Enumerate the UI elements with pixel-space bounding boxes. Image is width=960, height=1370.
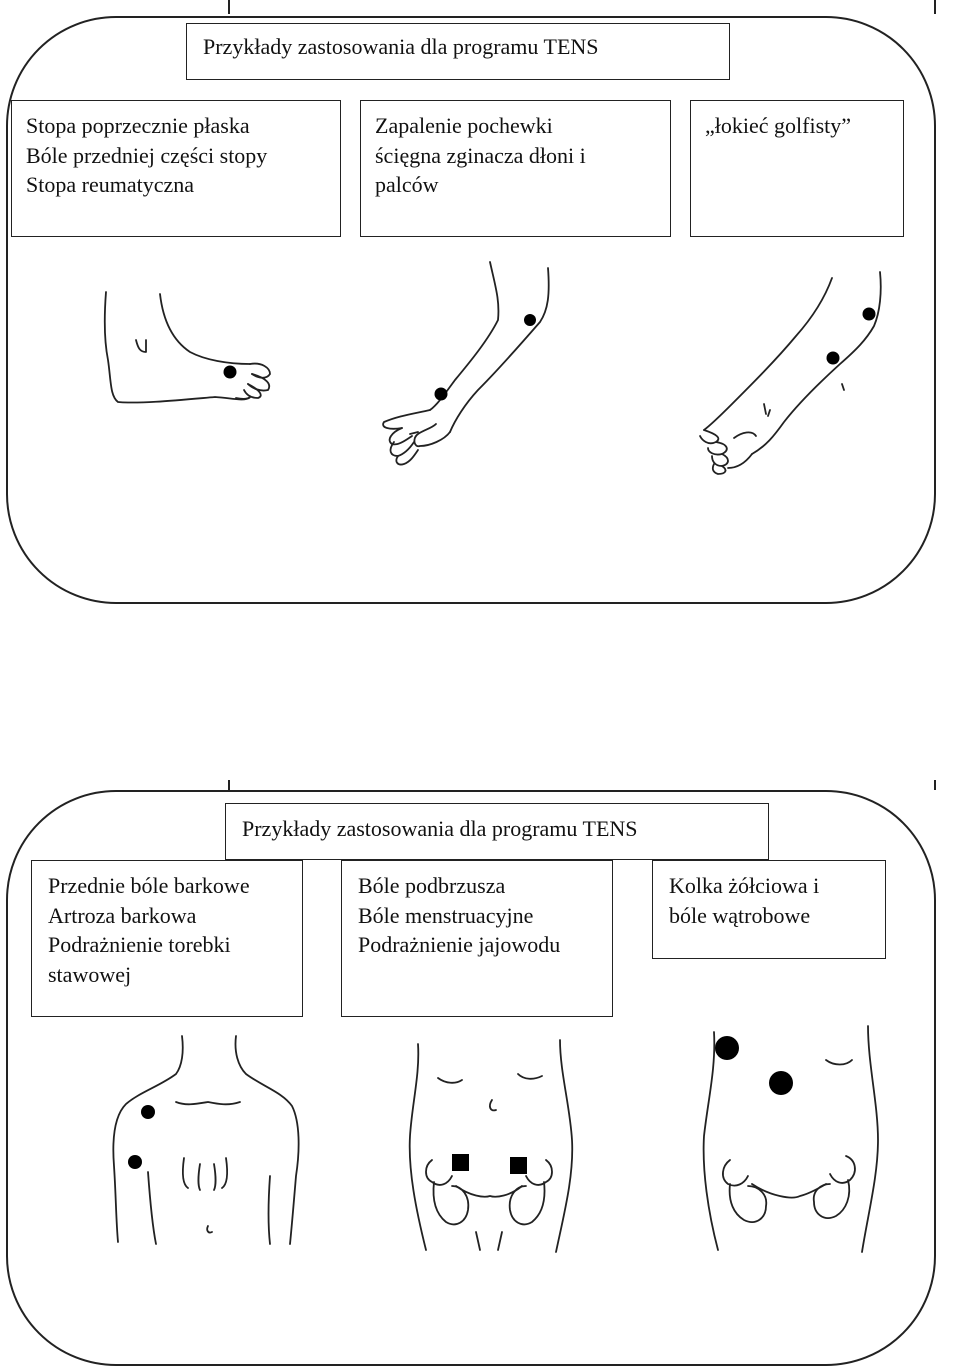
indication-box-wrist: Zapalenie pochewki ścięgna zginacza dłon… xyxy=(360,100,671,237)
indication-line: Podrażnienie jajowodu xyxy=(358,932,561,957)
section-title-bottom: Przykłady zastosowania dla programu TENS xyxy=(225,803,769,860)
indication-line: Bóle podbrzusza xyxy=(358,873,506,898)
section-title-top: Przykłady zastosowania dla programu TENS xyxy=(186,23,730,80)
indication-line: Bóle menstruacyjne xyxy=(358,902,534,928)
indication-box-foot: Stopa poprzecznie płaska Bóle przedniej … xyxy=(11,100,341,237)
indication-line: stawowej xyxy=(48,961,132,987)
indication-line: „łokieć golfisty” xyxy=(705,113,852,138)
indication-line: Stopa poprzecznie płaska xyxy=(26,113,250,138)
indication-line: ścięgna zginacza dłoni i xyxy=(375,142,586,168)
indication-box-liver: Kolka żółciowa i bóle wątrobowe xyxy=(652,860,886,959)
indication-line: bóle wątrobowe xyxy=(669,902,811,928)
mid-edge-mark-right xyxy=(934,780,938,790)
top-edge-mark-right xyxy=(934,0,938,14)
section-title-text: Przykłady zastosowania dla programu TENS xyxy=(242,816,638,841)
indication-line: Przednie bóle barkowe xyxy=(48,873,250,898)
indication-line: Stopa reumatyczna xyxy=(26,172,194,197)
indication-line: palców xyxy=(375,172,439,197)
section-frame-top xyxy=(6,16,936,604)
indication-box-lower-abdomen: Bóle podbrzusza Bóle menstruacyjne Podra… xyxy=(341,860,613,1017)
top-edge-mark-left xyxy=(228,0,232,14)
section-frame-bottom xyxy=(6,790,936,1366)
indication-line: Artroza barkowa xyxy=(48,902,197,928)
indication-line: Kolka żółciowa i xyxy=(669,873,820,898)
indication-box-elbow: „łokieć golfisty” xyxy=(690,100,904,237)
indication-line: Podrażnienie torebki xyxy=(48,932,231,957)
section-title-text: Przykłady zastosowania dla programu TENS xyxy=(203,34,599,59)
indication-box-shoulder: Przednie bóle barkowe Artroza barkowa Po… xyxy=(31,860,303,1017)
indication-line: Bóle przedniej części stopy xyxy=(26,142,268,168)
mid-edge-mark-left xyxy=(228,780,232,790)
indication-line: Zapalenie pochewki xyxy=(375,113,553,138)
